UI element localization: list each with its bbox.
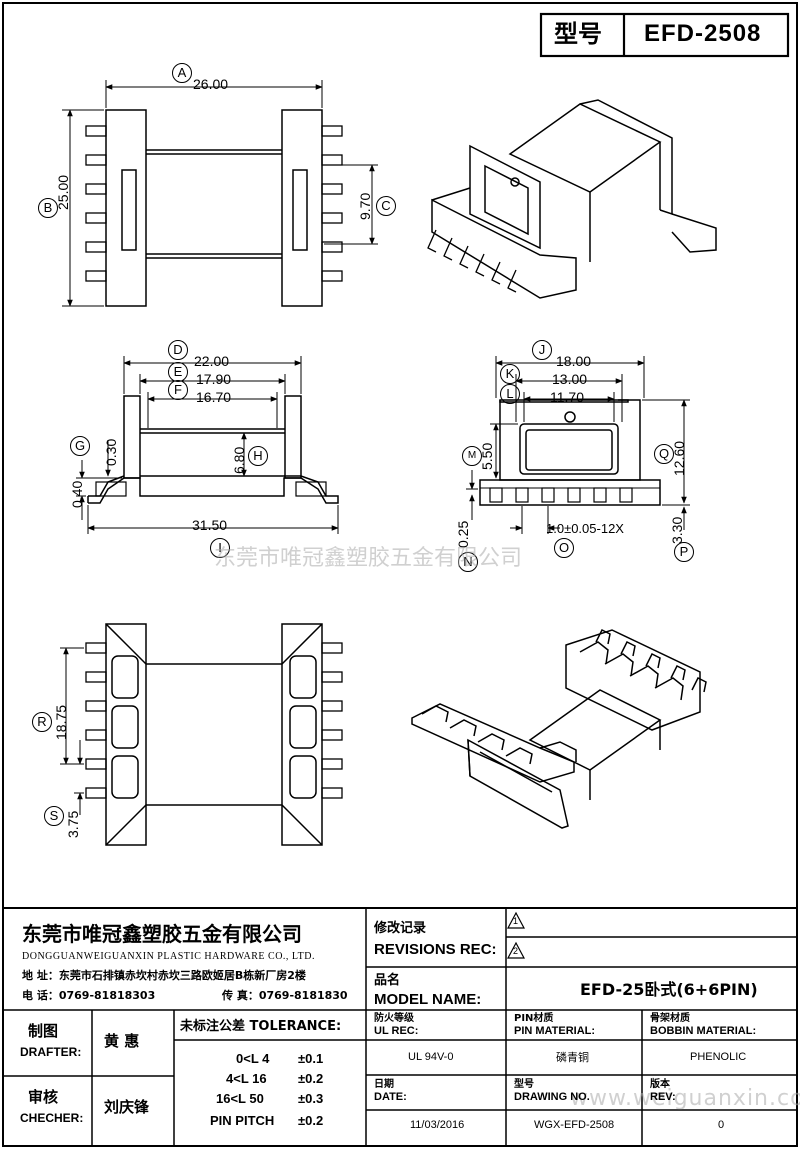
- title-block-grid: [3, 907, 797, 1146]
- watermark-bottom: www.weiguanxin.com: [570, 1086, 800, 1111]
- dim-A: 26.00: [193, 76, 229, 92]
- tolerance-title: 未标注公差 TOLERANCE:: [180, 1019, 342, 1034]
- balloon-H: H: [248, 446, 268, 466]
- date-value: 11/03/2016: [410, 1119, 465, 1131]
- company-name-en: DONGGUANWEIGUANXIN PLASTIC HARDWARE CO.,…: [22, 951, 315, 962]
- dim-O: 1.0±0.05-12X: [546, 521, 624, 536]
- ul-label-cn: 防火等级: [374, 1013, 414, 1024]
- company-fax: 传 真：0769-8181830: [222, 989, 348, 1002]
- balloon-K: K: [500, 364, 520, 384]
- tolerance-value-1: ±0.1: [298, 1051, 324, 1066]
- dim-D: 22.00: [194, 353, 230, 369]
- balloon-S: S: [44, 806, 64, 826]
- dim-G2: 0.30: [103, 438, 119, 466]
- dim-C: 9.70: [357, 192, 373, 220]
- front-view: [76, 356, 339, 534]
- bobbin-material-label-cn: 骨架材质: [650, 1013, 690, 1024]
- drafter-label-en: DRAFTER:: [20, 1045, 82, 1059]
- rev-label-cn: 版本: [650, 1079, 670, 1090]
- drawing-no-label-en: DRAWING NO.: [514, 1091, 590, 1103]
- rev-value: 0: [718, 1119, 725, 1131]
- iso-view-bottom: [411, 628, 707, 829]
- top-view: [62, 80, 378, 307]
- ul-value: UL 94V-0: [408, 1051, 454, 1063]
- balloon-B: B: [38, 198, 58, 218]
- balloon-D: D: [168, 340, 188, 360]
- revisions-label-en: REVISIONS REC:: [374, 941, 497, 958]
- balloon-M: M: [462, 446, 482, 466]
- header-box: [539, 12, 790, 58]
- model-value: EFD-2508: [644, 20, 762, 47]
- drawing-no-label-cn: 型号: [514, 1079, 534, 1090]
- pin-material-label-en: PIN MATERIAL:: [514, 1025, 596, 1037]
- balloon-O: O: [554, 538, 574, 558]
- tolerance-range-3: 16<L 50: [216, 1091, 264, 1106]
- dim-R: 18.75: [53, 704, 69, 740]
- checker-label-en: CHECHER:: [20, 1111, 84, 1125]
- balloon-P: P: [674, 542, 694, 562]
- checker-label-cn: 审核: [28, 1088, 59, 1106]
- balloon-G: G: [70, 436, 90, 456]
- balloon-E: E: [168, 362, 188, 382]
- model-name-label-cn: 品名: [374, 973, 401, 988]
- iso-view-top: [427, 99, 717, 299]
- watermark-center: 东莞市唯冠鑫塑胶五金有限公司: [214, 546, 523, 571]
- dim-L: 11.70: [550, 389, 584, 405]
- balloon-R: R: [32, 712, 52, 732]
- bottom-view: [60, 623, 343, 846]
- drafter-label-cn: 制图: [28, 1022, 59, 1040]
- dim-J: 18.00: [556, 353, 592, 369]
- rev-label-en: REV:: [650, 1091, 676, 1103]
- pin-material-value: 磷青铜: [556, 1051, 589, 1064]
- model-name-label-en: MODEL NAME:: [374, 991, 482, 1008]
- company-address: 地 址：东莞市石排镇赤坎村赤坎三路欧姬居B栋新厂房2楼: [22, 969, 306, 982]
- tolerance-range-1: 0<L 4: [236, 1051, 270, 1066]
- balloon-A: A: [172, 63, 192, 83]
- bobbin-material-label-en: BOBBIN MATERIAL:: [650, 1025, 757, 1037]
- company-phone: 电 话：0769-81818303: [22, 989, 156, 1002]
- dim-E: 17.90: [196, 371, 232, 387]
- bobbin-material-value: PHENOLIC: [690, 1051, 747, 1063]
- balloon-Q: Q: [654, 444, 674, 464]
- balloon-N: N: [458, 552, 478, 572]
- model-label: 型号: [554, 20, 602, 48]
- checker-name: 刘庆锋: [104, 1098, 150, 1116]
- drafter-name: 黄 惠: [104, 1032, 140, 1050]
- tolerance-range-2: 4<L 16: [226, 1071, 267, 1086]
- rev-mark-1: 1: [513, 916, 519, 926]
- tolerance-range-4: PIN PITCH: [210, 1113, 275, 1128]
- revisions-label-cn: 修改记录: [374, 921, 427, 936]
- tolerance-value-3: ±0.3: [298, 1091, 324, 1106]
- dim-S: 3.75: [65, 810, 81, 838]
- tolerance-value-2: ±0.2: [298, 1071, 324, 1086]
- balloon-F: F: [168, 380, 188, 400]
- balloon-I: I: [210, 538, 230, 558]
- dim-G: 0.40: [69, 480, 85, 508]
- dim-F: 16.70: [196, 389, 232, 405]
- drawing-no-value: WGX-EFD-2508: [534, 1119, 615, 1131]
- dim-B: 25.00: [55, 174, 71, 210]
- company-name-cn: 东莞市唯冠鑫塑胶五金有限公司: [22, 922, 302, 946]
- dim-P: 3.30: [669, 516, 685, 544]
- balloon-J: J: [532, 340, 552, 360]
- ul-label-en: UL REC:: [374, 1025, 419, 1037]
- date-label-cn: 日期: [374, 1079, 394, 1090]
- balloon-C: C: [376, 196, 396, 216]
- model-name-value: EFD-25卧式(6+6PIN): [580, 980, 758, 999]
- rev-mark-2: 2: [513, 946, 519, 956]
- dim-Q: 12.60: [671, 440, 687, 476]
- dim-I: 31.50: [192, 517, 228, 533]
- dim-M: 5.50: [479, 442, 495, 470]
- dim-H: 6.80: [231, 446, 247, 474]
- dim-K: 13.00: [552, 371, 588, 387]
- balloon-L: L: [500, 384, 520, 404]
- date-label-en: DATE:: [374, 1091, 407, 1103]
- pin-material-label-cn: PIN材质: [514, 1013, 554, 1024]
- tolerance-value-4: ±0.2: [298, 1113, 324, 1128]
